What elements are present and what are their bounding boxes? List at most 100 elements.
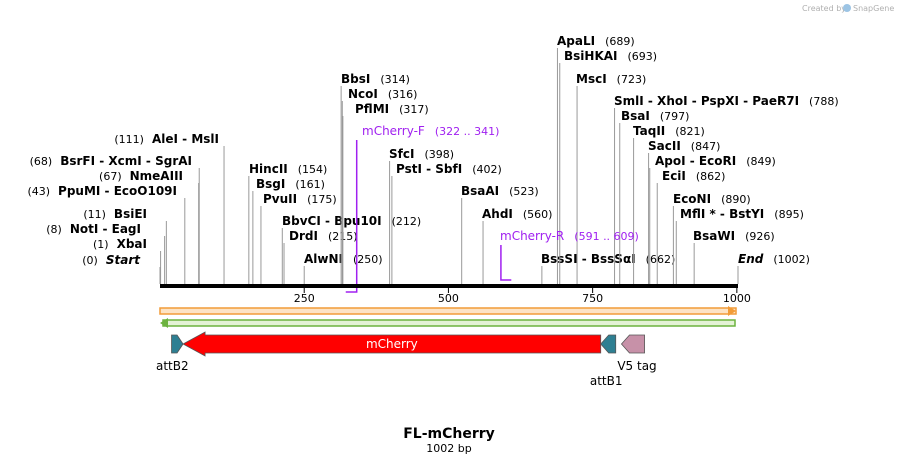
site-position: (689) xyxy=(605,35,635,48)
site-position: (43) xyxy=(27,185,50,198)
site-label: BsiEI xyxy=(114,207,147,221)
feature-arrow xyxy=(620,334,645,354)
site-position: (314) xyxy=(380,73,410,86)
orf-forward-arrowhead xyxy=(728,306,736,316)
site-position: (895) xyxy=(774,208,804,221)
site-position: (316) xyxy=(388,88,418,101)
site-position: (1002) xyxy=(773,253,810,266)
site-position: (0) xyxy=(82,254,98,267)
site-position: (847) xyxy=(691,140,721,153)
site-label: ApoI - EcoRI xyxy=(655,154,736,168)
site-position: (862) xyxy=(696,170,726,183)
site-label: NotI - EagI xyxy=(70,222,141,236)
site-position: (402) xyxy=(472,163,502,176)
site-label: SfcI xyxy=(389,147,414,161)
feature-arrow xyxy=(171,334,184,354)
site-label: XbaI xyxy=(117,237,147,251)
site-label: End xyxy=(738,252,764,266)
orf-forward xyxy=(159,307,737,315)
site-label: BbvCI - Bpu10I xyxy=(282,214,382,228)
site-label: NmeAIII xyxy=(130,169,183,183)
site-label: SacII xyxy=(648,139,681,153)
backbone-bar xyxy=(160,284,738,288)
site-label: PflMI xyxy=(355,102,389,116)
site-position: (175) xyxy=(307,193,337,206)
site-label: BsiHKAI xyxy=(564,49,618,63)
site-position: (154) xyxy=(298,163,328,176)
site-position: (1) xyxy=(93,238,109,251)
site-position: (926) xyxy=(745,230,775,243)
site-position: (849) xyxy=(746,155,776,168)
site-position: (212) xyxy=(392,215,422,228)
site-label: PpuMI - EcoO109I xyxy=(58,184,177,198)
orf-reverse-arrowhead xyxy=(160,318,168,328)
backbone-ticks: 250 500 750 1000 xyxy=(294,288,751,305)
site-position: (8) xyxy=(46,223,62,236)
feature-arrow xyxy=(600,334,617,354)
site-label: SmlI - XhoI - PspXI - PaeR7I xyxy=(614,94,799,108)
site-position: (67) xyxy=(99,170,122,183)
snapgene-logo-icon xyxy=(843,4,851,12)
site-label: BsaAI xyxy=(461,184,499,198)
map-title: FL-mCherry xyxy=(403,426,495,442)
feature-label: attB1 xyxy=(590,374,623,388)
site-position: (250) xyxy=(353,253,383,266)
brand-label: SnapGene xyxy=(853,4,894,13)
primers: mCherry-F (322 .. 341) mCherry-R (591 .. 60… xyxy=(345,124,639,293)
site-label: MflI * - BstYI xyxy=(680,207,764,221)
site-label: BsrFI - XcmI - SgrAI xyxy=(60,154,192,168)
primer-range: (591 .. 609) xyxy=(574,230,639,243)
site-label: EcoNI xyxy=(673,192,711,206)
created-by-label: Created by xyxy=(802,4,846,13)
site-position: (68) xyxy=(30,155,53,168)
primer-name: mCherry-F xyxy=(362,124,425,138)
primer-name: mCherry-R xyxy=(500,229,564,243)
primer-bind xyxy=(500,245,512,281)
site-position: (161) xyxy=(295,178,325,191)
site-label: TaqII xyxy=(633,124,665,138)
site-position: (890) xyxy=(721,193,751,206)
site-label: DrdI xyxy=(289,229,318,243)
site-position: (111) xyxy=(114,133,144,146)
tick-label: 1000 xyxy=(723,292,751,305)
site-position: (560) xyxy=(523,208,553,221)
map-length: 1002 bp xyxy=(426,442,471,455)
site-position: (788) xyxy=(809,95,839,108)
site-label: PvuII xyxy=(263,192,297,206)
snapgene-credit: Created by SnapGene xyxy=(802,4,894,13)
orf-reverse xyxy=(162,319,736,327)
site-position: (398) xyxy=(424,148,454,161)
site-position: (821) xyxy=(675,125,705,138)
site-label: AlwNI xyxy=(304,252,343,266)
backbone: 250 500 750 1000 xyxy=(160,284,751,305)
site-label: PstI - SbfI xyxy=(396,162,462,176)
site-label: Start xyxy=(106,253,141,267)
site-position: (662) xyxy=(646,253,676,266)
site-position: (723) xyxy=(617,73,647,86)
site-label: AleI - MslI xyxy=(152,132,219,146)
site-label: BsaWI xyxy=(693,229,735,243)
primer-range: (322 .. 341) xyxy=(435,125,500,138)
site-label: EciI xyxy=(662,169,686,183)
site-position: (11) xyxy=(83,208,106,221)
site-label: MscI xyxy=(576,72,607,86)
enzyme-sites: Start (0) XbaI (1) NotI - EagI (8) BsiEI (11) Pp… xyxy=(27,34,839,284)
site-label: ApaLI xyxy=(557,34,595,48)
site-label: AhdI xyxy=(482,207,513,221)
feature-label: mCherry xyxy=(366,337,418,351)
site-label: BssSI - BssSαI xyxy=(541,252,636,266)
tick-label: 500 xyxy=(438,292,459,305)
site-label: BsaI xyxy=(621,109,650,123)
site-label: HincII xyxy=(249,162,288,176)
site-label: BbsI xyxy=(341,72,370,86)
feature-label: attB2 xyxy=(156,359,189,373)
primer-bind xyxy=(345,140,358,293)
tick-label: 750 xyxy=(582,292,603,305)
site-label: BsgI xyxy=(256,177,285,191)
site-position: (523) xyxy=(509,185,539,198)
site-label: NcoI xyxy=(348,87,378,101)
feature-label: V5 tag xyxy=(617,359,656,373)
tick-label: 250 xyxy=(294,292,315,305)
